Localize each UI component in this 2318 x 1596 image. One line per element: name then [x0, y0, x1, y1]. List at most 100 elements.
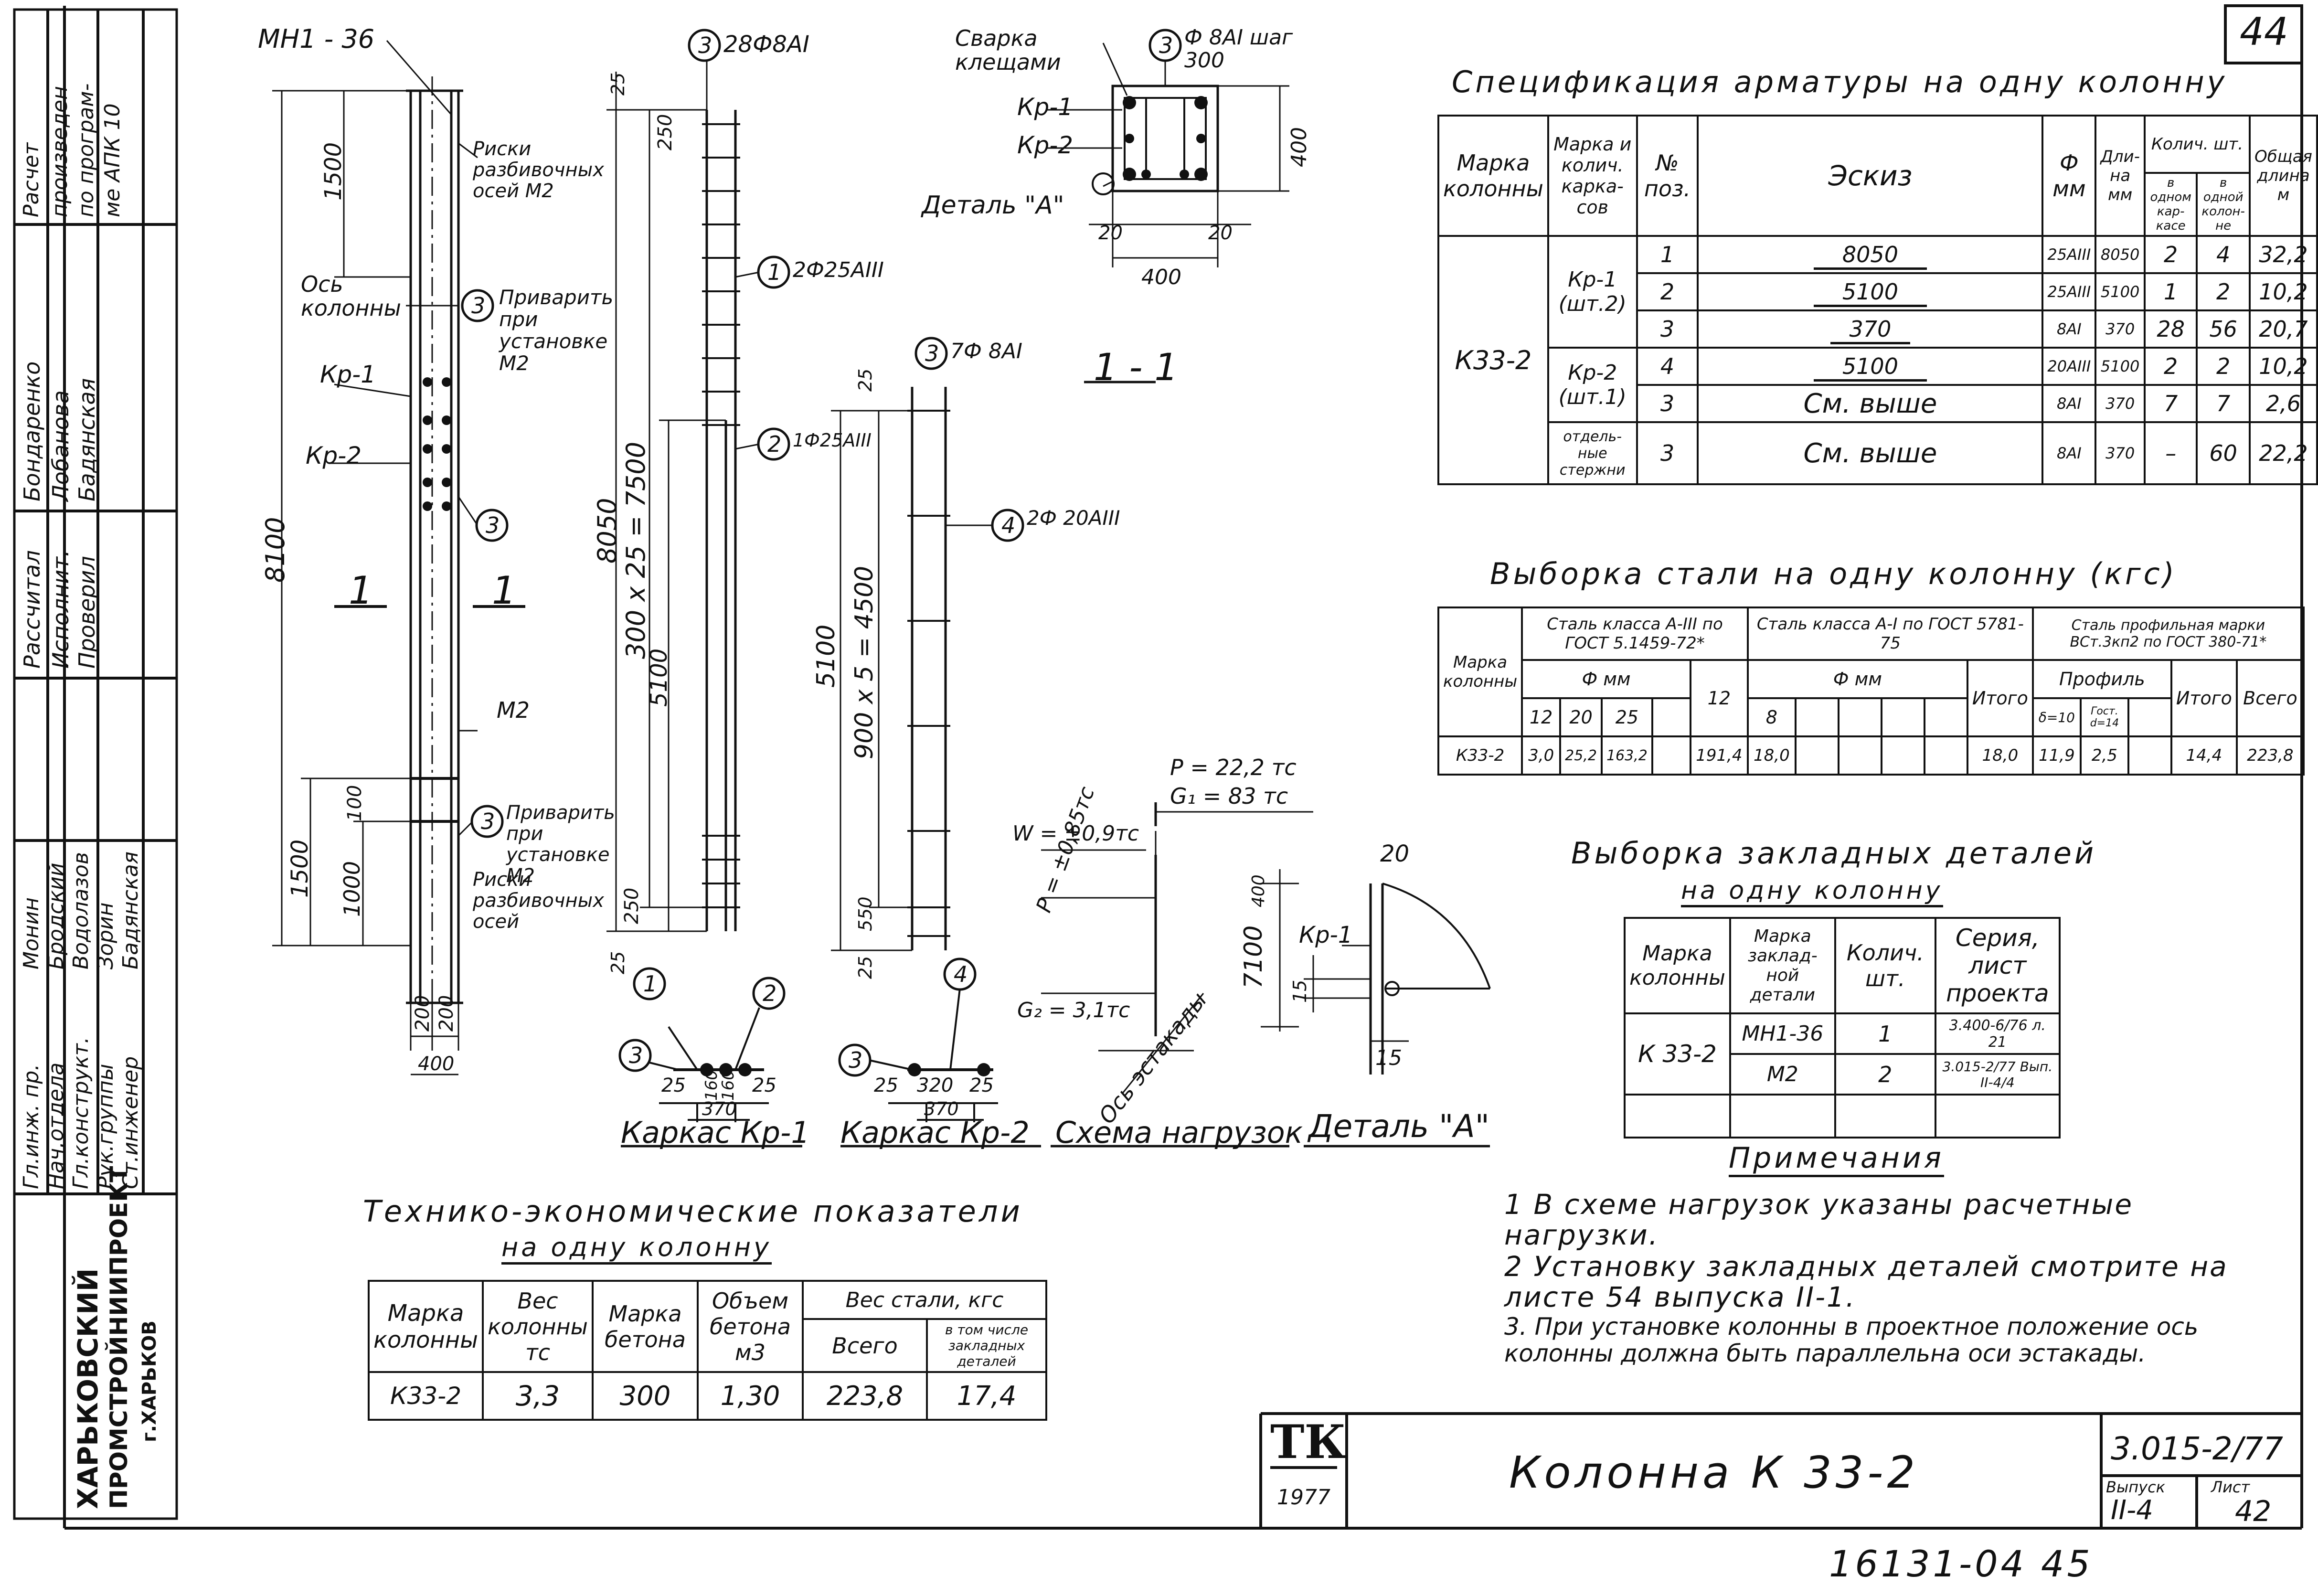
spec-r4-pos: 4	[1636, 347, 1699, 386]
tep-row-mark: К33-2	[367, 1371, 484, 1421]
label-kp1: Кр-1	[320, 361, 376, 388]
embed-table: Марка колонны Марка заклад- ной детали К…	[1624, 917, 2061, 1138]
section-title-1-1: 1 - 1	[1094, 346, 1178, 389]
tep-h-vol: Объем бетона м3	[697, 1280, 804, 1373]
spec-r3-q2: 56	[2196, 309, 2251, 349]
steel-row-e1	[1651, 735, 1691, 776]
spec-r5-sketch: См. выше	[1697, 384, 2044, 423]
dim-20-a: 20	[1098, 222, 1123, 244]
spec-r6-q1: –	[2143, 421, 2198, 485]
steel-h-dia2: Ф мм	[1746, 659, 1968, 699]
spec-r5-q1: 7	[2143, 384, 2198, 423]
embed-title-2: на одну колонну	[1681, 876, 1943, 907]
label-7f8: 7Ф 8АI	[950, 339, 1022, 363]
stamp-name-group: Зорин	[94, 902, 118, 969]
stamp-name-exec: Лобанова	[48, 390, 74, 501]
spec-col-mark: К33-2	[1437, 235, 1549, 485]
steel-h-d8: 8	[1746, 697, 1797, 737]
steel-row-v20: 25,2	[1559, 735, 1603, 776]
stamp-role-exec: Исполнит.	[48, 550, 74, 669]
spec-r1-len: 8050	[2095, 235, 2146, 274]
spec-r3-dia: 8АI	[2042, 309, 2097, 349]
steel-row-e4	[1880, 735, 1925, 776]
stamp-name-chief: Монин	[19, 897, 43, 969]
spec-r5-len: 370	[2095, 384, 2146, 423]
tep-row-all: 223,8	[802, 1371, 928, 1421]
spec-r6-tot: 22,2	[2248, 421, 2318, 485]
dim-5100-a: 5100	[646, 648, 672, 707]
steel-h-a1: Сталь класса А-I по ГОСТ 5781-75	[1746, 606, 2034, 661]
issue-no: II-4	[2111, 1495, 2153, 1526]
stamp-role-calc: Рассчитал	[19, 550, 45, 669]
embed-h-part: Марка заклад- ной детали	[1729, 917, 1836, 1014]
kp2-dim-25a: 25	[874, 1075, 898, 1096]
callout-3a: 3	[698, 32, 712, 58]
dim-900x5: 900 х 5 = 4500	[850, 565, 879, 759]
label-kp2: Кр-2	[306, 442, 362, 469]
spec-r1-q1: 2	[2143, 235, 2198, 274]
embed-r2-part: М2	[1729, 1053, 1836, 1096]
steel-h-p2: Гост. d=14	[2079, 697, 2129, 737]
label-mn1: МН1 - 36	[258, 24, 375, 54]
spec-r5-q2: 7	[2196, 384, 2251, 423]
stamp-name-calc: Бондаренко	[19, 361, 45, 501]
kp2-dim-320: 320	[917, 1075, 954, 1096]
dim-400-col: 400	[418, 1053, 455, 1075]
stamp-name-constr: Водолазов	[69, 852, 93, 969]
dim-250-bot: 250	[621, 887, 643, 924]
label-2f25: 2Ф25АIII	[793, 258, 884, 282]
callout-2b: 2	[763, 980, 777, 1006]
stamp-role-head: Нач.отдела	[44, 1062, 68, 1189]
sheet-title: Колонна К 33-2	[1509, 1447, 1919, 1498]
tep-h-steel: Вес стали, кгс	[802, 1280, 1047, 1320]
label-28f8: 28Ф8АI	[723, 31, 809, 58]
dim-25-top: 25	[607, 72, 628, 96]
stamp-name-head: Бродский	[44, 862, 68, 969]
steel-h-vsego: Всего	[2235, 659, 2305, 737]
callout-1a: 1	[767, 259, 782, 285]
steel-title: Выборка стали на одну колонну (кгс)	[1490, 556, 2177, 591]
label-2f20: 2Ф 20АIII	[1027, 506, 1120, 530]
sheet-no-top: 44	[2240, 10, 2288, 54]
callout-3f: 3	[481, 809, 495, 834]
callout-1b: 1	[643, 971, 658, 997]
spec-r4-dia: 20АIII	[2042, 347, 2097, 386]
load-w: W = ±0,9тс	[1012, 821, 1139, 846]
spec-r2-sketch-text: 5100	[1813, 279, 1927, 307]
label-kp2-sec: Кр-2	[1017, 131, 1074, 159]
caption-kp1: Каркас Кр-1	[621, 1115, 810, 1150]
tep-row-vol: 1,30	[697, 1371, 804, 1421]
callout-3h: 3	[849, 1047, 863, 1073]
embed-r2-qty: 2	[1834, 1053, 1936, 1096]
dim-25-d: 25	[855, 956, 876, 979]
steel-row-e3	[1837, 735, 1882, 776]
tep-row-conc: 300	[592, 1371, 699, 1421]
kp2-dim-370: 370	[924, 1098, 959, 1119]
callout-4b: 4	[954, 961, 968, 987]
section-1-left: 1	[349, 568, 373, 613]
spec-r5-pos: 3	[1636, 384, 1699, 423]
tk-logo: ТК	[1270, 1415, 1346, 1469]
steel-h-dia1: Ф мм	[1521, 659, 1691, 699]
dim-1500-top: 1500	[320, 142, 347, 201]
spec-r4-q1: 2	[2143, 347, 2198, 386]
callout-3b: 3	[1159, 32, 1173, 58]
caption-scheme: Схема нагрузок	[1055, 1115, 1303, 1150]
dim-200-a: 200	[412, 995, 434, 1032]
spec-h-qty-frame: в одном кар- касе	[2143, 172, 2198, 237]
label-risk-top: Риски разбивочных осей М2	[473, 138, 604, 202]
dim-400-sec: 400	[1141, 265, 1181, 289]
spec-r5-dia: 8АI	[2042, 384, 2097, 423]
label-stirrup: Ф 8АI шаг 300	[1184, 25, 1293, 73]
dim-100: 100	[344, 785, 366, 821]
tep-h-emb: в том числе закладных деталей	[926, 1318, 1047, 1373]
steel-row-v25: 163,2	[1600, 735, 1653, 776]
steel-h-empty1	[1651, 697, 1691, 737]
embed-title-1: Выборка закладных деталей	[1571, 836, 2097, 871]
dim-1000: 1000	[339, 861, 365, 917]
steel-row-it3: 14,4	[2170, 735, 2238, 776]
stamp-role-chief: Гл.инж. пр.	[19, 1064, 43, 1189]
spec-r4-q2: 2	[2196, 347, 2251, 386]
steel-h-itogo1: 12	[1689, 659, 1749, 737]
dim-5100-b: 5100	[812, 624, 840, 688]
